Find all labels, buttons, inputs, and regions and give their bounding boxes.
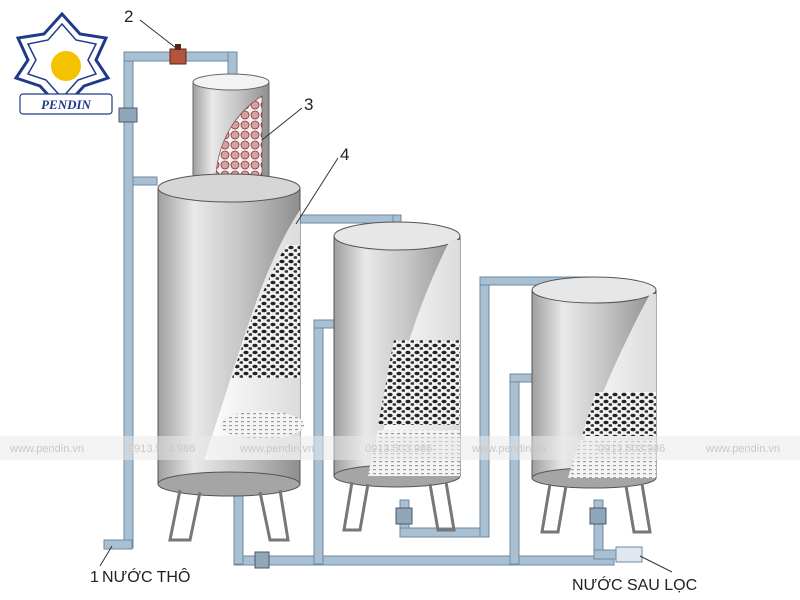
watermark-phone: 0913.503.986 bbox=[128, 443, 195, 455]
pendin-logo: PENDIN bbox=[13, 11, 113, 115]
watermark-site: www.pendin.vn bbox=[9, 443, 84, 455]
callout-3: 3 bbox=[304, 95, 313, 114]
inlet-label: NƯỚC THÔ bbox=[102, 567, 190, 586]
valve-icon bbox=[589, 507, 607, 525]
callout-2: 2 bbox=[124, 7, 133, 26]
watermark-phone: 0913.503.986 bbox=[365, 443, 432, 455]
callout-lines bbox=[99, 19, 673, 573]
callout-1: 1 bbox=[90, 569, 99, 586]
watermark-strip: www.pendin.vn 0913.503.986 www.pendin.vn… bbox=[0, 436, 800, 460]
valve-icon bbox=[169, 44, 187, 65]
valve-icon bbox=[118, 107, 138, 123]
watermark-site: www.pendin.vn bbox=[471, 443, 546, 455]
logo-text: PENDIN bbox=[41, 97, 91, 112]
watermark-site: www.pendin.vn bbox=[239, 443, 314, 455]
valve-icon bbox=[254, 551, 270, 569]
valve-icon bbox=[395, 507, 413, 525]
filter-tank-1 bbox=[157, 173, 304, 542]
outlet-label: NƯỚC SAU LỌC bbox=[572, 575, 697, 594]
filter-tank-2 bbox=[333, 221, 461, 532]
filter-tank-3 bbox=[531, 276, 657, 534]
watermark-phone: 0913.503.986 bbox=[598, 443, 665, 455]
sun-icon bbox=[51, 51, 81, 81]
watermark-site: www.pendin.vn bbox=[705, 443, 780, 455]
callout-4: 4 bbox=[340, 145, 349, 164]
